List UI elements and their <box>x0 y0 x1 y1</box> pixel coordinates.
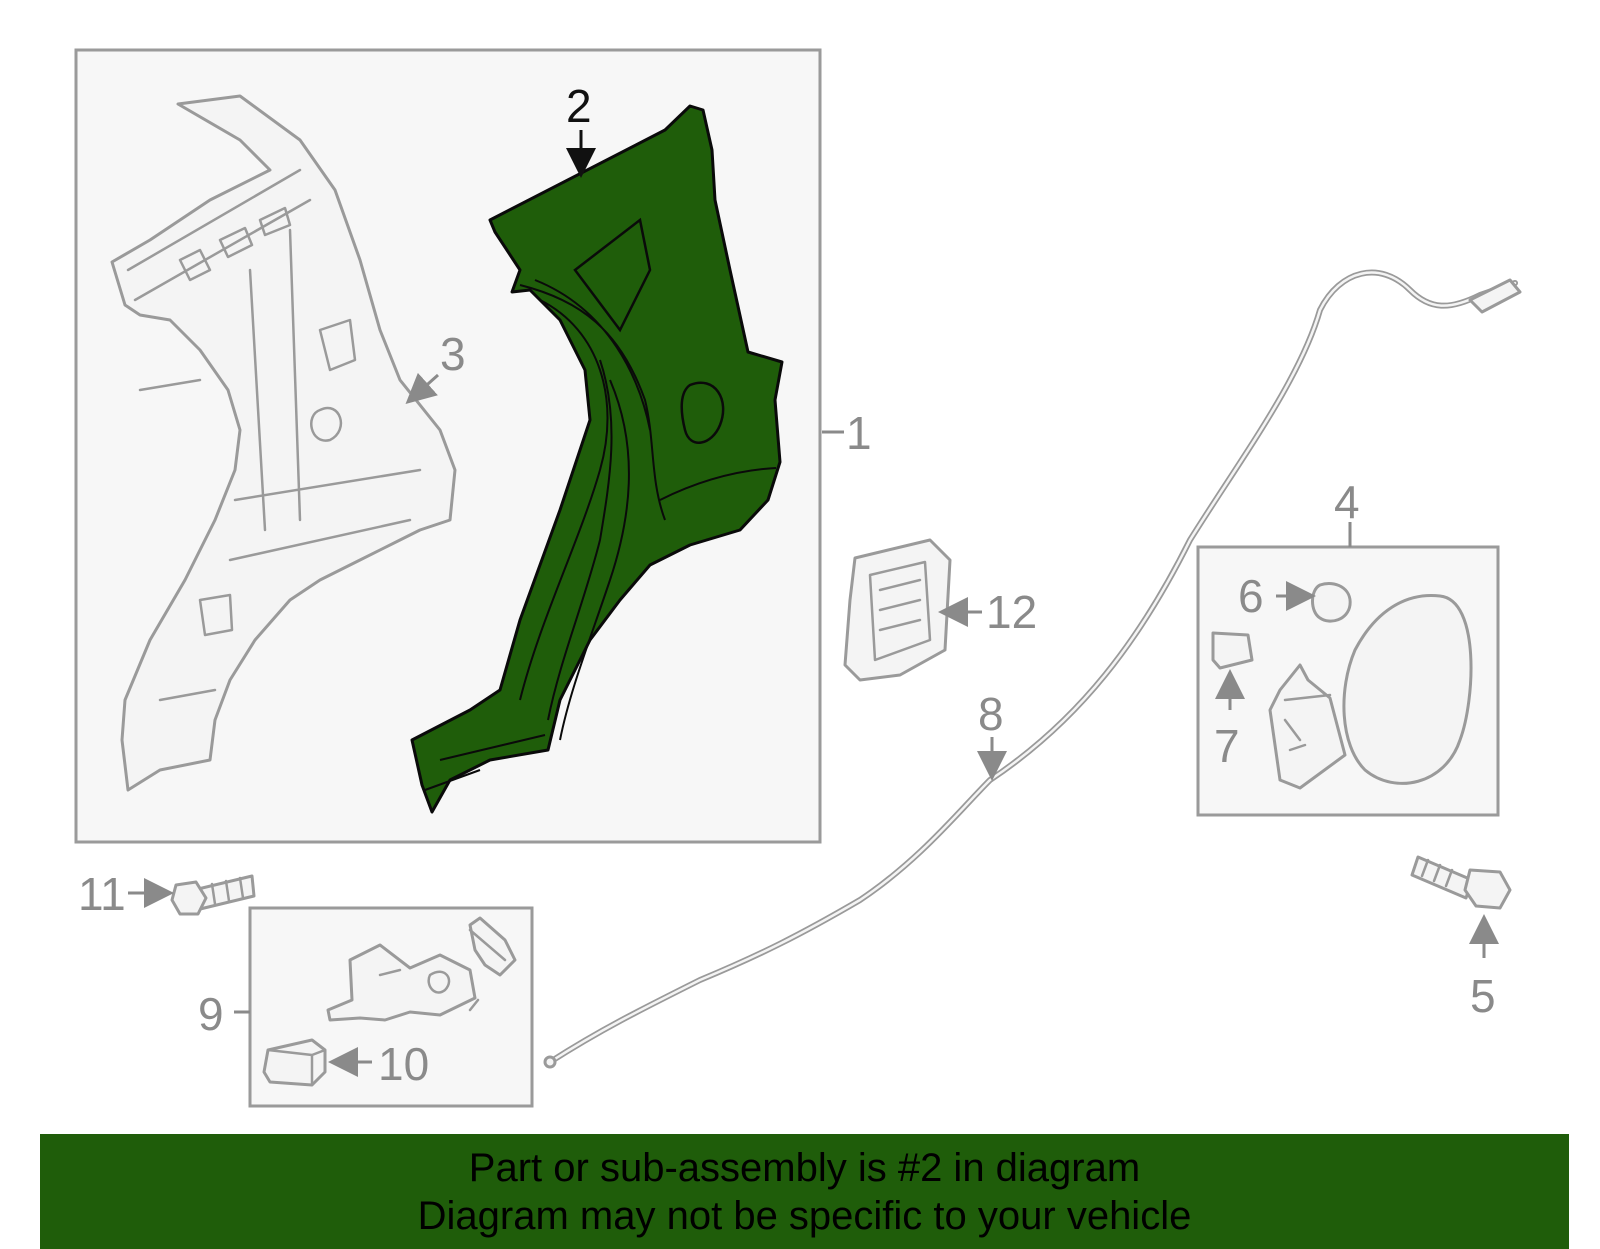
callout-1: 1 <box>846 407 872 459</box>
banner-line-2: Diagram may not be specific to your vehi… <box>417 1193 1192 1238</box>
part-6-grommet[interactable] <box>1311 582 1352 623</box>
callout-5: 5 <box>1470 970 1496 1022</box>
callout-10: 10 <box>378 1038 429 1090</box>
callout-6: 6 <box>1238 570 1264 622</box>
callout-12: 12 <box>986 586 1037 638</box>
callout-9: 9 <box>198 988 224 1040</box>
part-9-hinge[interactable] <box>326 916 517 1022</box>
info-banner: Part or sub-assembly is #2 in diagram Di… <box>40 1134 1569 1249</box>
callout-2: 2 <box>566 80 592 132</box>
part-4-fuel-door[interactable] <box>1268 594 1473 790</box>
callout-11: 11 <box>78 868 126 920</box>
part-11-bolt[interactable] <box>170 874 256 916</box>
part-10-bumper[interactable] <box>262 1038 327 1087</box>
part-8-release-cable[interactable] <box>543 269 1522 1069</box>
part-7-clip[interactable] <box>1211 631 1254 670</box>
callout-3: 3 <box>440 328 466 380</box>
part-2-quarter-panel[interactable] <box>410 104 784 814</box>
callout-4: 4 <box>1334 476 1360 528</box>
part-12-housing[interactable] <box>843 538 952 682</box>
leader-3 <box>405 372 439 404</box>
banner-line-1: Part or sub-assembly is #2 in diagram <box>468 1145 1141 1190</box>
part-5-bolt[interactable] <box>1410 855 1512 910</box>
callout-7: 7 <box>1214 720 1240 772</box>
callout-8: 8 <box>978 688 1004 740</box>
